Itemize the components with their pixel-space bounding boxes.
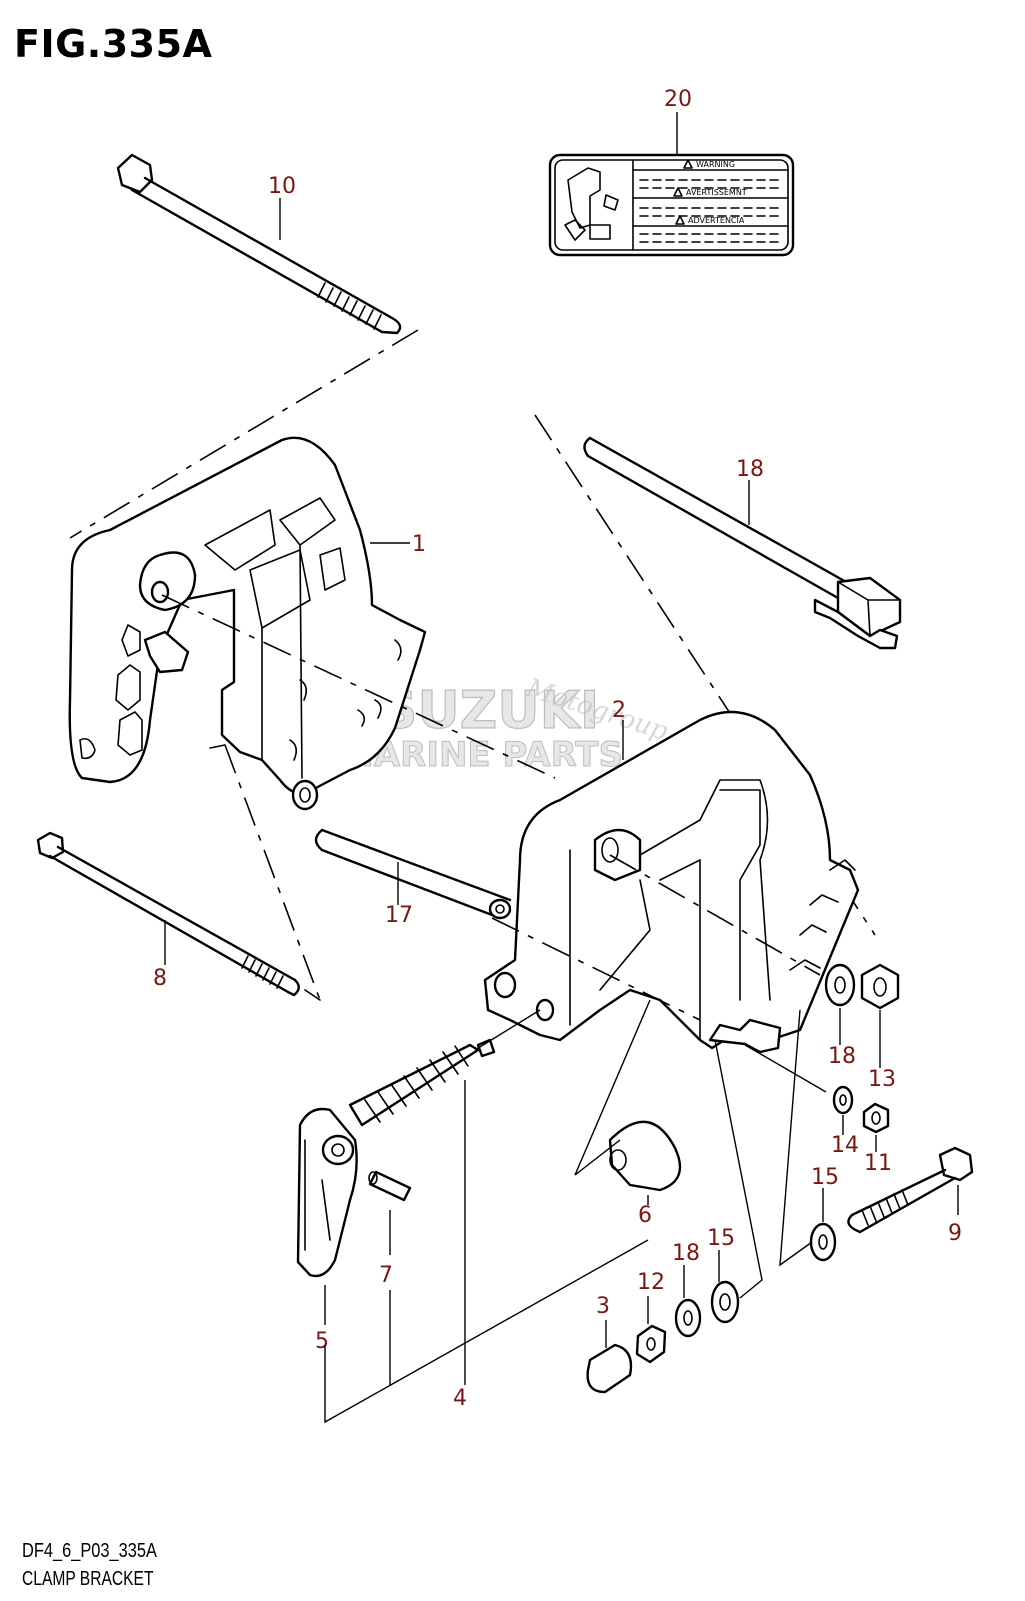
callout-19: 18 [736, 457, 764, 482]
part-20-warning-label: WARNING AVERTISSEMNT ADVERTENCIA [548, 153, 795, 257]
figure-title: FIG.335A [14, 22, 213, 66]
callout-7: 7 [379, 1263, 393, 1288]
part-16-washer [824, 963, 856, 1007]
callout-4: 4 [453, 1386, 467, 1411]
callout-16: 18 [828, 1044, 856, 1069]
callout-10: 10 [268, 174, 296, 199]
callout-14: 14 [831, 1133, 859, 1158]
callout-11: 11 [864, 1151, 892, 1176]
callout-12: 12 [637, 1270, 665, 1295]
warning-triangle-icon [673, 187, 683, 197]
part-3-cap-nut [586, 1343, 633, 1394]
part-15-washer-lower [710, 1280, 740, 1324]
callout-5: 5 [315, 1329, 329, 1354]
part-10-bolt [116, 153, 402, 335]
part-15-washer-right [809, 1222, 837, 1262]
part-4-spring [348, 1009, 541, 1127]
part-12-nut [635, 1324, 667, 1364]
figure-name: CLAMP BRACKET [22, 1568, 154, 1590]
part-1-clamp-bracket-left [68, 436, 427, 811]
callout-20: 20 [664, 87, 692, 112]
part-5-clamp-handle [296, 1107, 358, 1278]
callout-15-right: 15 [811, 1165, 839, 1190]
callout-3: 3 [596, 1294, 610, 1319]
part-7-pin [368, 1170, 412, 1202]
part-6-cap [574, 999, 682, 1192]
callout-8: 8 [153, 966, 167, 991]
part-19-rod [583, 436, 902, 650]
callout-6: 6 [638, 1203, 652, 1228]
part-9-bolt [847, 1146, 974, 1234]
warning-triangle-icon [675, 215, 685, 225]
callout-2: 2 [612, 698, 626, 723]
figure-code: DF4_6_P03_335A [22, 1540, 157, 1562]
part-2-clamp-bracket-right [483, 710, 860, 1054]
warning-text-en: WARNING [696, 160, 735, 169]
callout-15-lower: 15 [707, 1226, 735, 1251]
callout-13: 13 [868, 1067, 896, 1092]
warning-triangle-icon [683, 159, 693, 169]
part-11-nut [862, 1102, 890, 1134]
callout-9: 9 [948, 1221, 962, 1246]
warning-text-fr: AVERTISSEMNT [686, 188, 747, 197]
part-8-bolt [36, 831, 300, 997]
part-13-nut [860, 963, 900, 1010]
callout-1: 1 [412, 532, 426, 557]
callout-17: 18 [672, 1241, 700, 1266]
warning-text-es: ADVERTENCIA [688, 216, 745, 225]
part-14-washer [832, 1085, 854, 1115]
part-17-washer [674, 1298, 702, 1338]
watermark-brand: SUZUKI [380, 681, 599, 741]
callout-18: 17 [385, 903, 413, 928]
part-18-tube [314, 828, 512, 920]
